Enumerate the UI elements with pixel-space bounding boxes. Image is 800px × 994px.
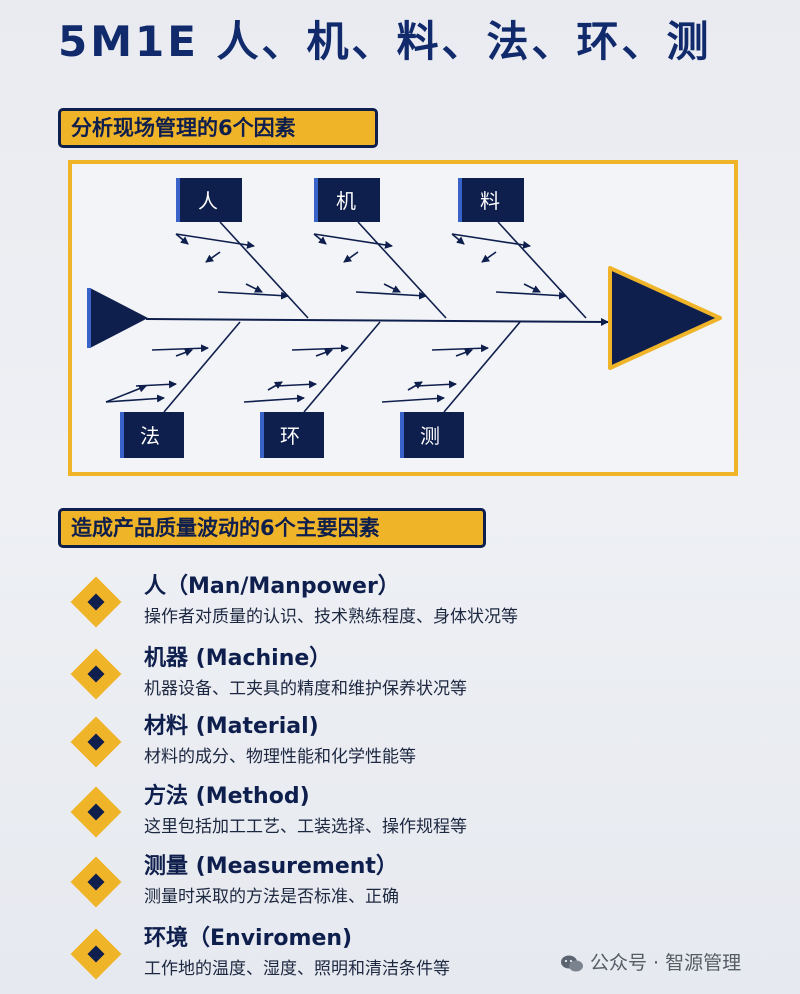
diamond-bullet-icon xyxy=(70,856,122,908)
label-ce: 测 xyxy=(420,424,440,448)
label-box-ji: 机 xyxy=(314,178,380,222)
factor-title: 环境（Enviromen) xyxy=(144,926,353,951)
factor-title: 人（Man/Manpower） xyxy=(144,574,400,599)
fishbone-diagram: 人 机 料 法 环 测 xyxy=(68,160,738,476)
factor-item-man: 人（Man/Manpower） 操作者对质量的认识、技术熟练程度、身体状况等 xyxy=(68,568,768,634)
factor-item-environment: 环境（Enviromen) 工作地的温度、湿度、照明和清洁条件等 xyxy=(68,920,768,986)
bone-top-3 xyxy=(451,221,587,319)
label-ji: 机 xyxy=(336,189,356,213)
diamond-bullet-icon xyxy=(70,716,122,768)
factor-item-method: 方法 (Method) 这里包括加工工艺、工装选择、操作规程等 xyxy=(68,778,768,844)
watermark: 公众号 · 智源管理 xyxy=(560,948,741,975)
bone-bottom-1 xyxy=(105,321,241,413)
factor-desc: 工作地的温度、湿度、照明和清洁条件等 xyxy=(144,959,450,979)
bone-top-1 xyxy=(175,221,309,319)
label-ren: 人 xyxy=(198,189,218,213)
factor-item-machine: 机器 (Machine） 机器设备、工夹具的精度和维护保养状况等 xyxy=(68,640,768,706)
diamond-bullet-icon xyxy=(70,928,122,980)
label-huan: 环 xyxy=(280,424,300,448)
spine-line xyxy=(145,317,609,326)
label-fa: 法 xyxy=(140,424,160,448)
factor-title: 材料 (Material) xyxy=(144,714,319,739)
factor-desc: 这里包括加工工艺、工装选择、操作规程等 xyxy=(144,817,467,837)
wechat-icon xyxy=(561,955,583,971)
section-tag-factors: 分析现场管理的6个因素 xyxy=(58,108,378,148)
label-box-huan: 环 xyxy=(260,412,324,458)
bone-top-2 xyxy=(313,221,447,319)
head-triangle xyxy=(608,266,722,370)
label-box-ce: 测 xyxy=(400,412,464,458)
factor-title: 机器 (Machine） xyxy=(144,646,332,671)
factor-item-material: 材料 (Material) 材料的成分、物理性能和化学性能等 xyxy=(68,708,768,774)
label-box-fa: 法 xyxy=(120,412,184,458)
bone-bottom-2 xyxy=(243,321,381,413)
watermark-text: 公众号 · 智源管理 xyxy=(590,952,742,974)
factor-desc: 材料的成分、物理性能和化学性能等 xyxy=(144,747,416,767)
label-box-ren: 人 xyxy=(176,178,242,222)
diamond-bullet-icon xyxy=(70,648,122,700)
page-title: 5M1E 人、机、料、法、环、测 xyxy=(58,17,712,66)
factor-desc: 测量时采取的方法是否标准、正确 xyxy=(144,887,399,907)
factor-item-measurement: 测量 (Measurement） 测量时采取的方法是否标准、正确 xyxy=(68,848,768,914)
factor-desc: 操作者对质量的认识、技术熟练程度、身体状况等 xyxy=(144,607,518,627)
section-tag-quality-factors: 造成产品质量波动的6个主要因素 xyxy=(58,508,486,548)
tail-triangle xyxy=(90,288,148,348)
label-liao: 料 xyxy=(480,189,500,213)
factor-title: 方法 (Method) xyxy=(144,784,310,809)
diamond-bullet-icon xyxy=(70,576,122,628)
factor-desc: 机器设备、工夹具的精度和维护保养状况等 xyxy=(144,679,467,699)
label-box-liao: 料 xyxy=(458,178,524,222)
diamond-bullet-icon xyxy=(70,786,122,838)
factor-title: 测量 (Measurement） xyxy=(144,854,398,879)
bone-bottom-3 xyxy=(381,321,521,413)
